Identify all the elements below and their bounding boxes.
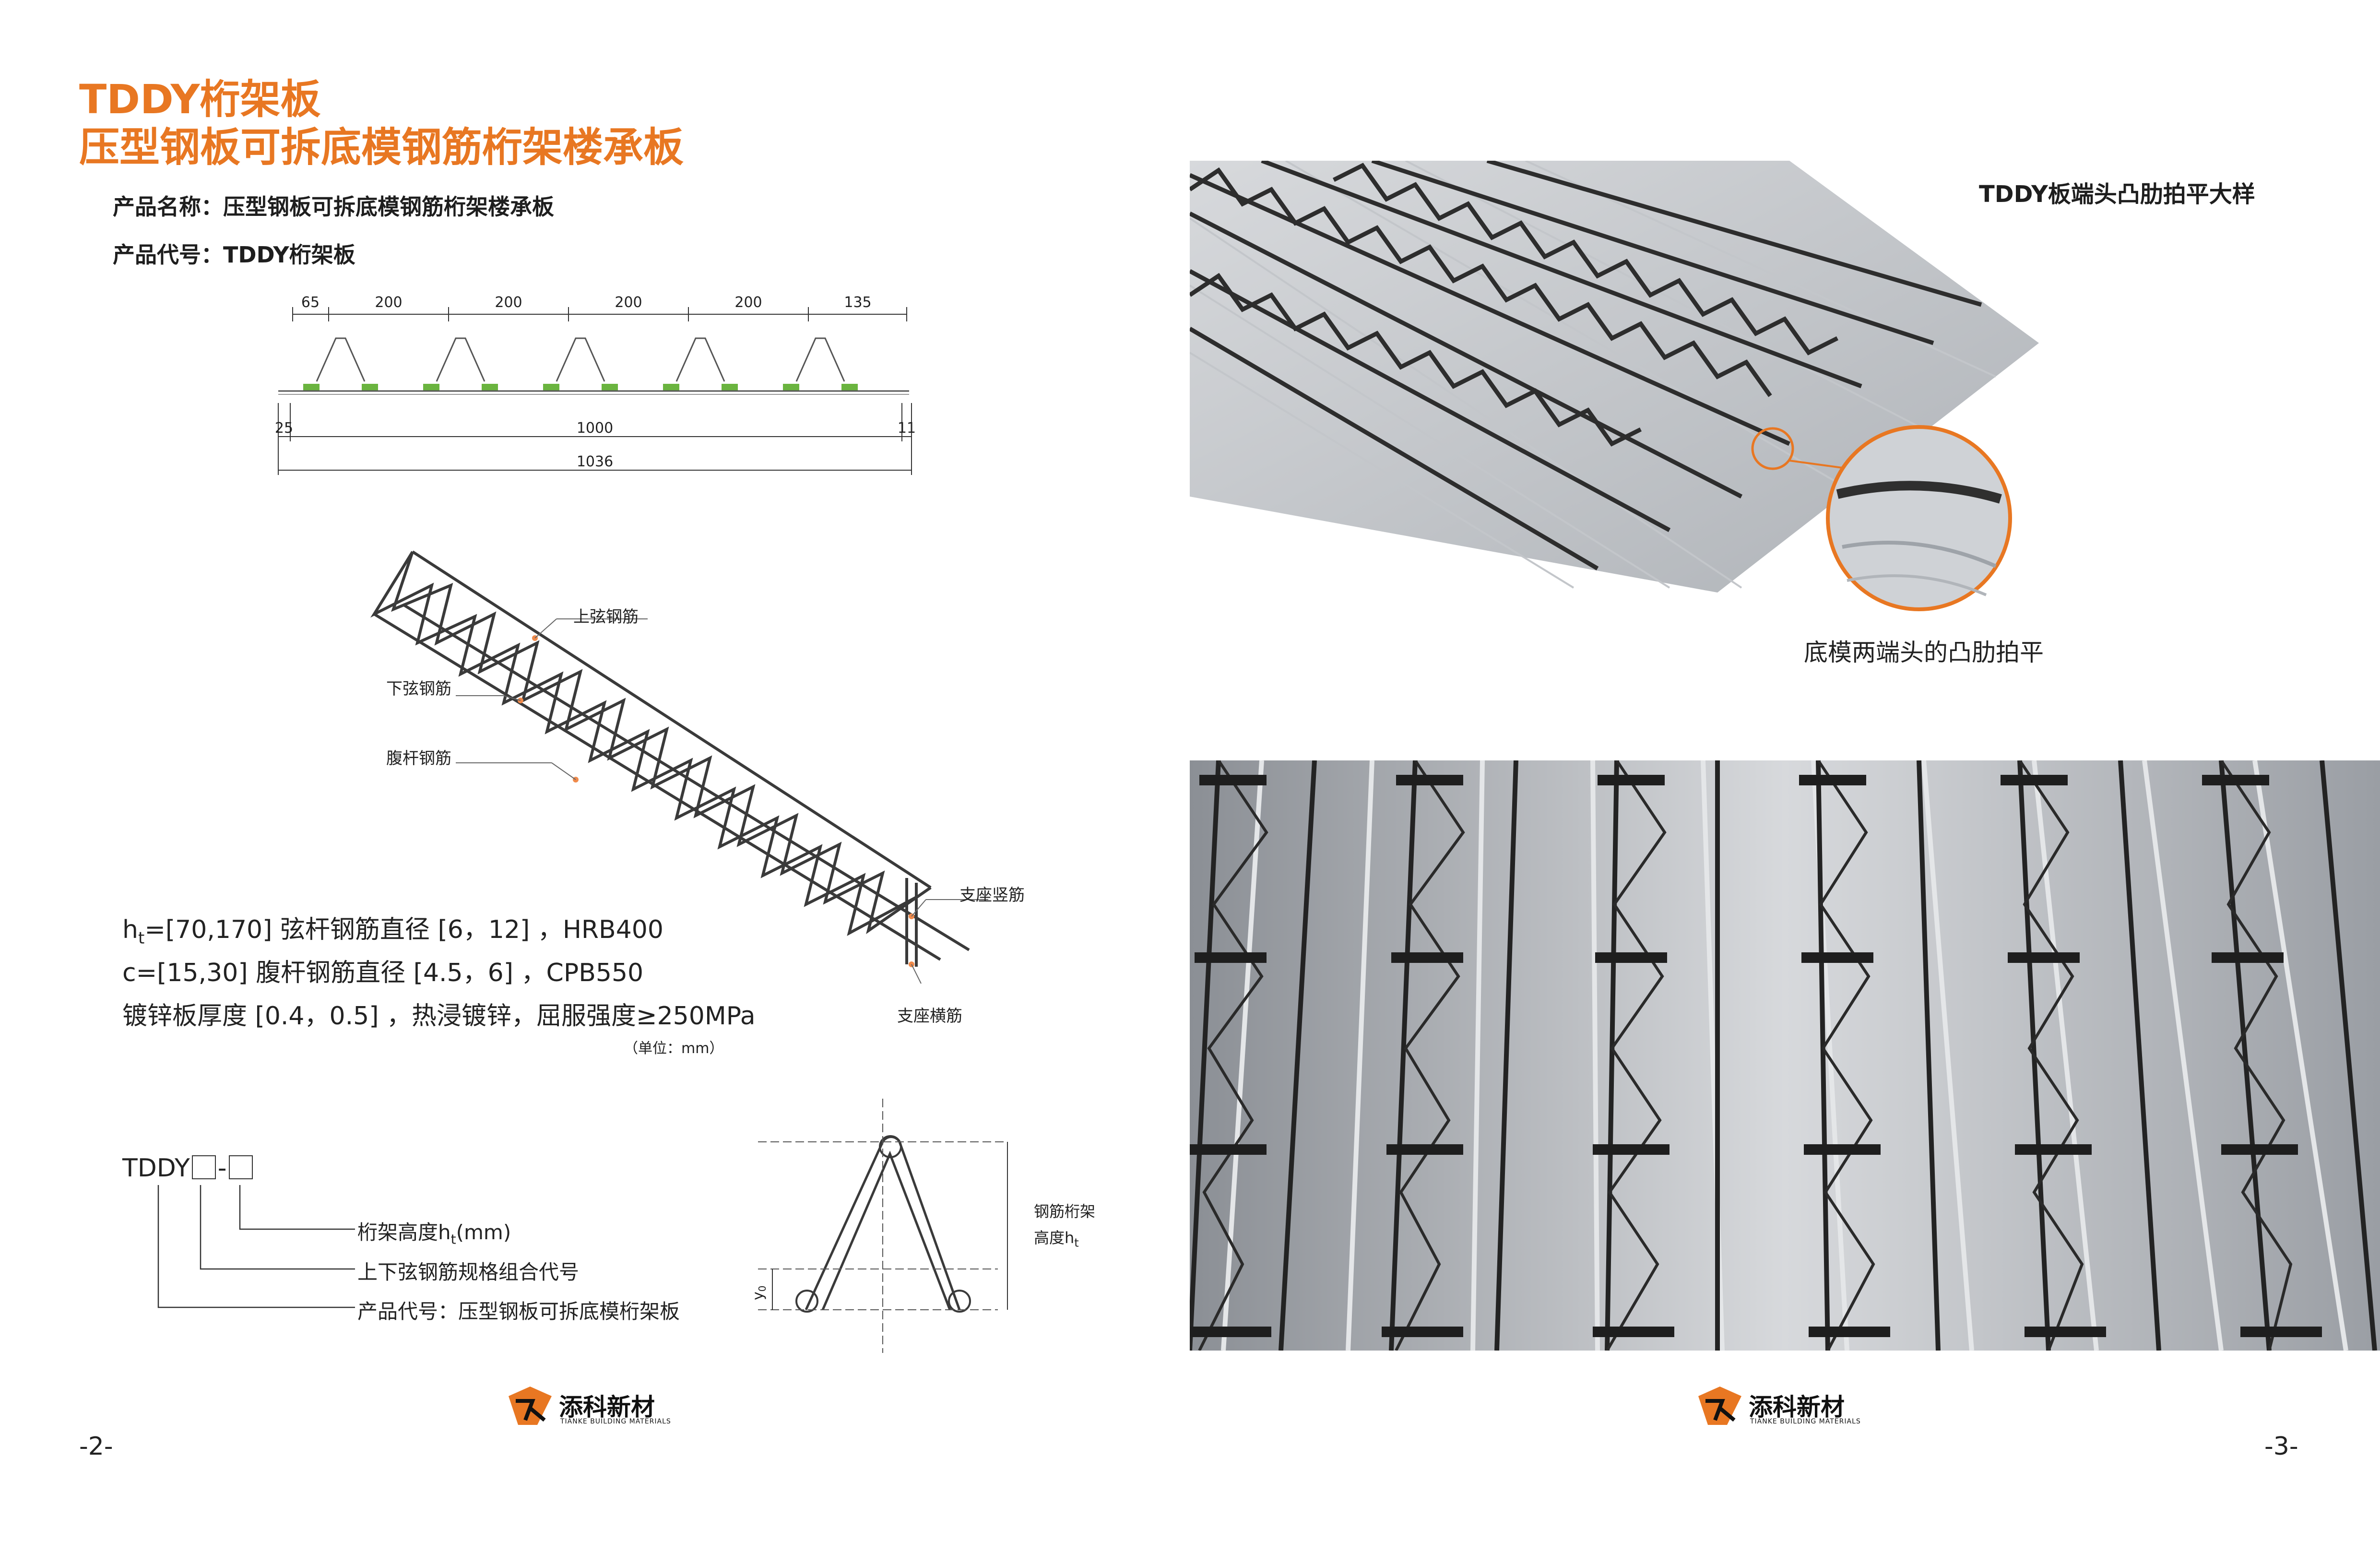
label-support-vertical: 支座竖筋 — [959, 886, 1025, 905]
label-bottom-chord: 下弦钢筋 — [386, 679, 451, 699]
brand-name-left: 添科新材 — [559, 1393, 655, 1421]
naming-box-2 — [228, 1155, 253, 1179]
dim-1000: 1000 — [577, 420, 613, 437]
dim-200-a: 200 — [375, 294, 402, 311]
detail-caption: 底模两端头的凸肋拍平 — [1804, 639, 2044, 666]
naming-item-height: 桁架高度ht(mm) — [357, 1221, 511, 1247]
label-web-bar: 腹杆钢筋 — [386, 749, 451, 768]
unit-note: （单位：mm） — [624, 1040, 724, 1057]
spec-line-3: 镀锌板厚度 [0.4，0.5] ，热浸镀锌，屈服强度≥250MPa — [122, 1002, 756, 1031]
detail-title: TDDY板端头凸肋拍平大样 — [1979, 181, 2255, 208]
brand-name-right: 添科新材 — [1749, 1393, 1845, 1421]
truss-profile-diagram: y0 — [750, 1099, 1008, 1353]
naming-box-1 — [191, 1155, 216, 1179]
page-number-left: -2- — [79, 1432, 113, 1461]
profile-label-line1: 钢筋桁架 — [1034, 1202, 1096, 1221]
product-name-label: 产品名称： — [113, 194, 223, 220]
product-code-value: TDDY桁架板 — [223, 242, 355, 268]
brand-logo-mark-right — [1698, 1387, 1741, 1425]
label-top-chord: 上弦钢筋 — [573, 607, 639, 627]
brand-subtitle-left: TIANKE BUILDING MATERIALS — [560, 1418, 671, 1425]
naming-item-product-code: 产品代号：压型钢板可拆底模桁架板 — [357, 1300, 680, 1323]
deck-cross-section-drawing: 65 200 200 200 200 135 25 1000 11 1036 — [275, 294, 916, 475]
dim-200-c: 200 — [615, 294, 642, 311]
brand-logo-mark-left — [509, 1387, 552, 1425]
naming-item-chord-code: 上下弦钢筋规格组合代号 — [357, 1260, 580, 1284]
naming-leader-lines — [157, 1185, 355, 1308]
product-name-row: 产品名称：压型钢板可拆底模钢筋桁架楼承板 — [113, 190, 554, 221]
dim-1036: 1036 — [577, 453, 613, 470]
green-clips — [303, 384, 858, 391]
page-number-right: -3- — [2264, 1432, 2298, 1461]
deck-perspective-render — [1190, 161, 2039, 593]
y0-label: y0 — [750, 1286, 768, 1301]
dim-135: 135 — [844, 294, 871, 311]
profile-label-line2: 高度ht — [1034, 1229, 1079, 1250]
spec-line-2: c=[15,30] 腹杆钢筋直径 [4.5，6] ，CPB550 — [122, 959, 644, 987]
truss-isometric-drawing — [370, 550, 988, 984]
product-name-value: 压型钢板可拆底模钢筋桁架楼承板 — [223, 194, 554, 220]
product-code-row: 产品代号：TDDY桁架板 — [113, 237, 355, 269]
product-code-label: 产品代号： — [113, 242, 223, 268]
dim-200-d: 200 — [734, 294, 762, 311]
dim-right-offset: 11 — [898, 420, 916, 437]
brand-subtitle-right: TIANKE BUILDING MATERIALS — [1750, 1418, 1861, 1425]
spec-line-1: ht=[70,170] 弦杆钢筋直径 [6，12] ，HRB400 — [122, 915, 663, 948]
naming-code: TDDY- — [122, 1154, 253, 1183]
label-support-horizontal: 支座横筋 — [897, 1007, 962, 1026]
deck-topdown-render — [1190, 760, 2380, 1351]
dim-left-offset: 25 — [275, 420, 293, 437]
dim-200-b: 200 — [495, 294, 522, 311]
page-title-line1: TDDY桁架板 — [79, 76, 321, 123]
rib-flatten-detail-magnifier — [1751, 425, 2012, 611]
dim-65: 65 — [301, 294, 320, 311]
page-title-line2: 压型钢板可拆底模钢筋桁架楼承板 — [79, 124, 684, 171]
